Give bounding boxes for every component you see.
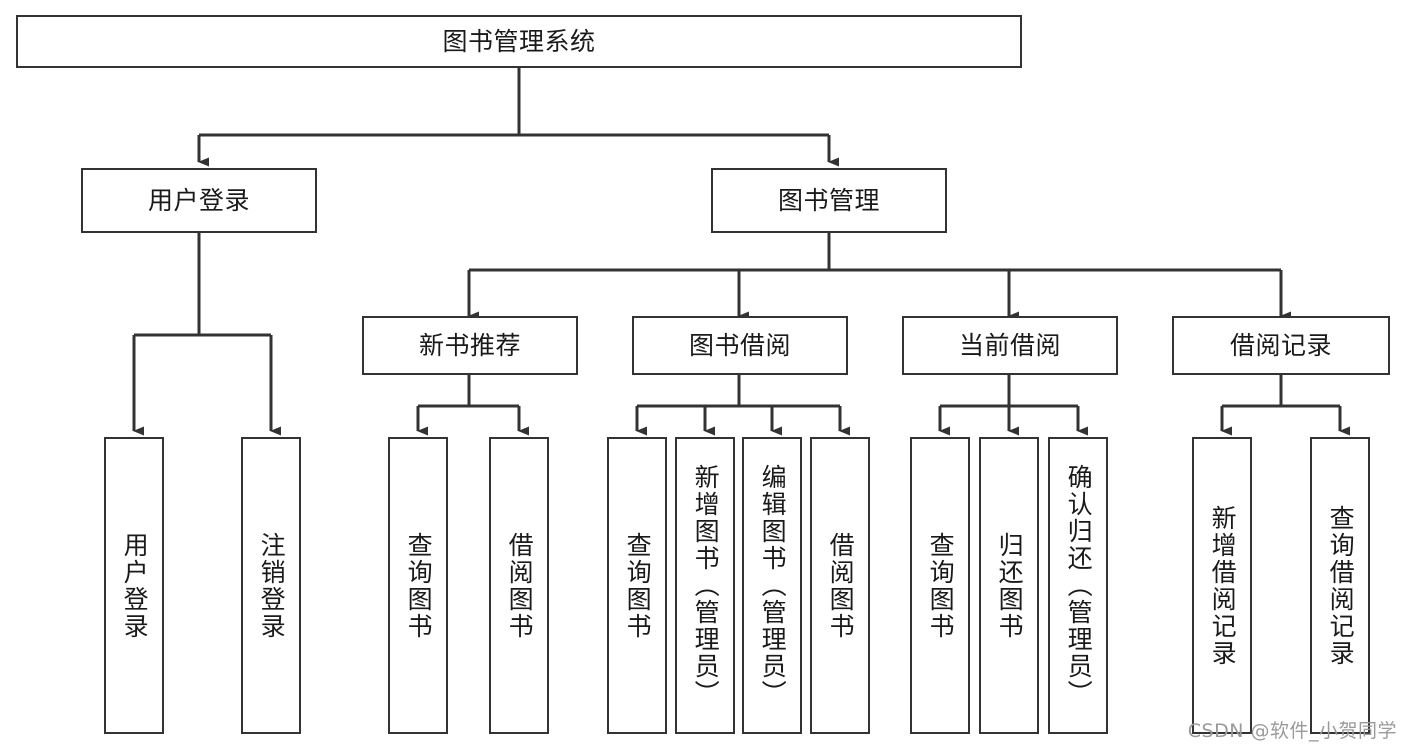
node-label: 借阅图书 — [505, 531, 535, 640]
node-label: 借阅记录 — [1229, 330, 1332, 360]
node-new-book-recommendation[interactable]: 新书推荐 — [362, 316, 578, 375]
leaf-new-book-borrow-book[interactable]: 借阅图书 — [489, 437, 549, 734]
leaf-book-borrow-add-book-admin[interactable]: 新增图书（管理员） — [675, 437, 735, 734]
leaf-user-login-logout[interactable]: 注销登录 — [241, 437, 301, 734]
node-label: 归还图书 — [995, 531, 1025, 640]
node-user-login[interactable]: 用户登录 — [81, 168, 317, 233]
leaf-current-borrow-query-book[interactable]: 查询图书 — [910, 437, 970, 734]
leaf-new-book-query-book[interactable]: 查询图书 — [388, 437, 448, 734]
node-label: 确认归还（管理员） — [1064, 464, 1094, 707]
node-label: 查询借阅记录 — [1326, 504, 1356, 667]
node-label: 查询图书 — [623, 531, 653, 640]
node-label: 用户登录 — [147, 185, 250, 215]
leaf-borrow-record-query-record[interactable]: 查询借阅记录 — [1310, 437, 1370, 734]
node-label: 用户登录 — [120, 531, 150, 640]
node-label: 新书推荐 — [418, 330, 521, 360]
watermark-text: CSDN @软件_小贺同学 — [1187, 720, 1397, 742]
leaf-user-login-login[interactable]: 用户登录 — [104, 437, 164, 734]
node-current-borrowing[interactable]: 当前借阅 — [902, 316, 1118, 375]
node-book-management[interactable]: 图书管理 — [711, 168, 947, 233]
node-label: 查询图书 — [926, 531, 956, 640]
node-label: 图书管理系统 — [442, 26, 596, 56]
node-label: 新增图书（管理员） — [691, 464, 721, 707]
node-label: 当前借阅 — [958, 330, 1061, 360]
node-label: 新增借阅记录 — [1208, 504, 1238, 667]
leaf-current-borrow-return-book[interactable]: 归还图书 — [979, 437, 1039, 734]
node-label: 图书借阅 — [688, 330, 791, 360]
node-label: 借阅图书 — [826, 531, 856, 640]
leaf-book-borrow-edit-book-admin[interactable]: 编辑图书（管理员） — [742, 437, 802, 734]
leaf-current-borrow-confirm-return-admin[interactable]: 确认归还（管理员） — [1048, 437, 1108, 734]
leaf-borrow-record-add-record[interactable]: 新增借阅记录 — [1192, 437, 1252, 734]
leaf-book-borrow-borrow-book[interactable]: 借阅图书 — [810, 437, 870, 734]
node-label: 查询图书 — [404, 531, 434, 640]
node-label: 注销登录 — [257, 531, 287, 640]
node-borrowing-record[interactable]: 借阅记录 — [1172, 316, 1390, 375]
leaf-book-borrow-query-book[interactable]: 查询图书 — [607, 437, 667, 734]
node-label: 编辑图书（管理员） — [758, 464, 788, 707]
node-label: 图书管理 — [777, 185, 880, 215]
node-book-borrowing[interactable]: 图书借阅 — [632, 316, 848, 375]
node-root-book-management-system[interactable]: 图书管理系统 — [16, 15, 1022, 68]
